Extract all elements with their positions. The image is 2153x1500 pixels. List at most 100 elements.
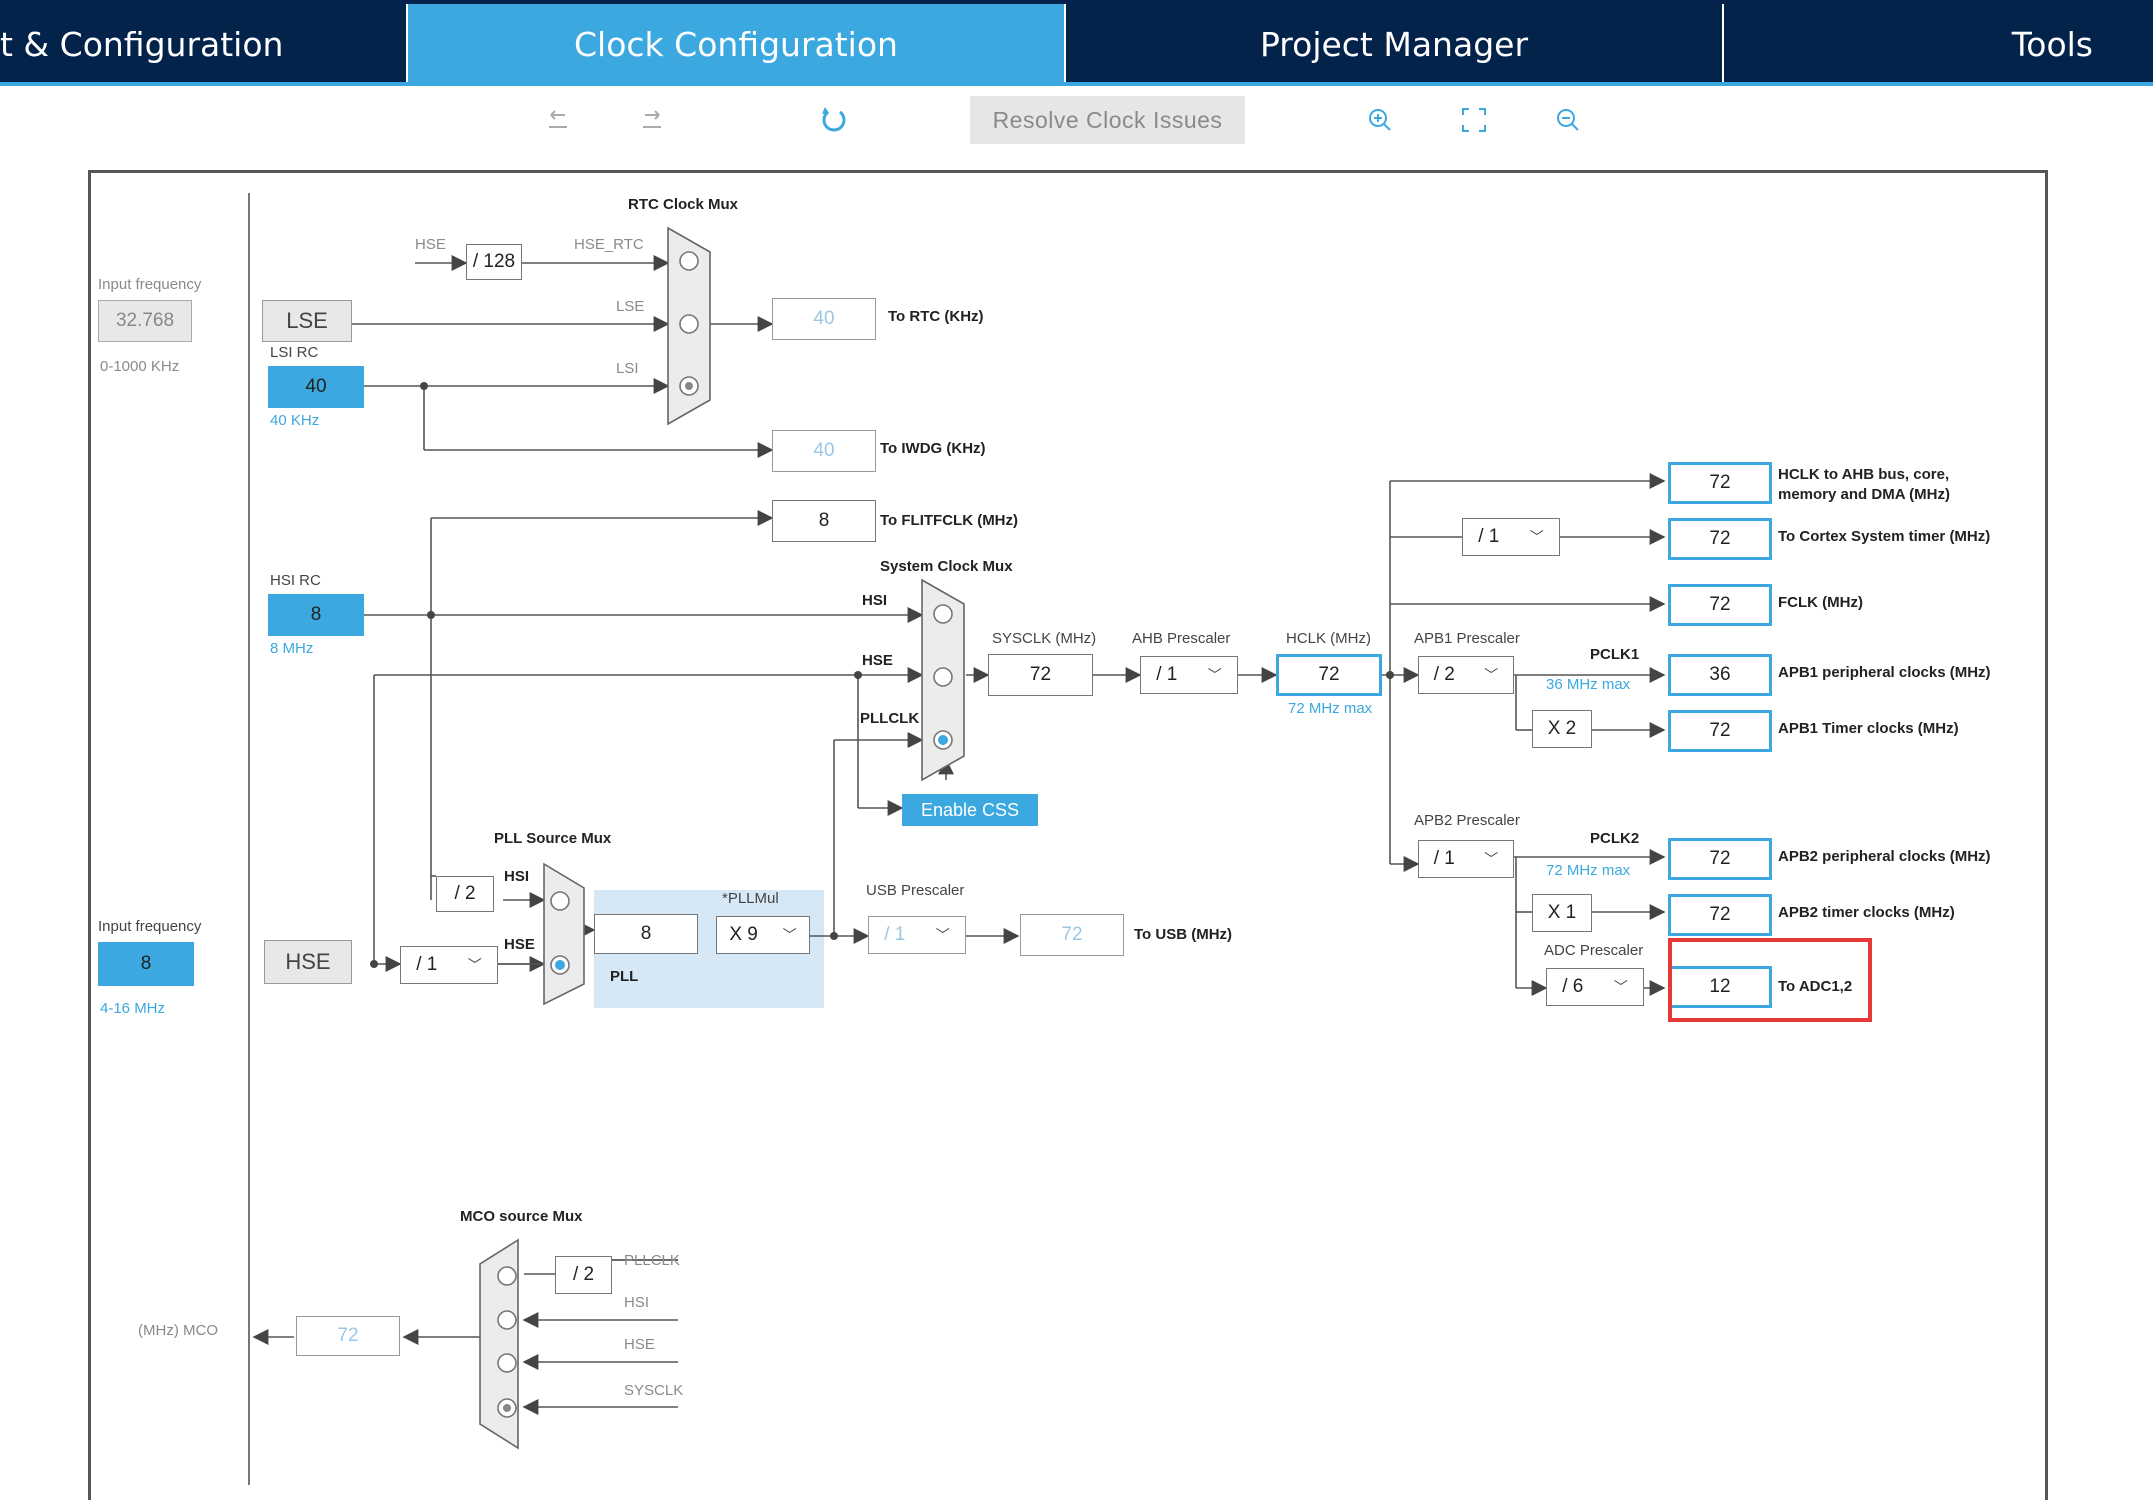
tab-underline <box>0 82 2153 86</box>
chevron-down-icon: ﹀ <box>1484 851 1499 867</box>
select-value: / 1 <box>1478 526 1500 547</box>
undo-icon[interactable] <box>536 98 580 142</box>
tab-label: Project Manager <box>1259 24 1529 64</box>
zoom-out-icon[interactable] <box>1546 98 1590 142</box>
redo-icon[interactable] <box>630 98 674 142</box>
adc-highlight-box <box>1668 938 1872 1022</box>
cortex-timer-output-label: To Cortex System timer (MHz) <box>1778 528 1991 545</box>
resolve-clock-issues-button[interactable]: Resolve Clock Issues <box>970 96 1245 144</box>
mco-hsi-label: HSI <box>624 1294 650 1311</box>
chevron-down-icon: ﹀ <box>467 957 482 973</box>
hse-divider-select[interactable]: / 1 ﹀ <box>400 946 498 984</box>
apb1-peripheral-output-label: APB1 peripheral clocks (MHz) <box>1778 664 1991 681</box>
hclk-max: 72 MHz max <box>1288 700 1373 717</box>
usb-output-label: To USB (MHz) <box>1134 926 1233 943</box>
adc-output-label: To ADC1,2 <box>1778 978 1853 995</box>
ahb-prescaler-select[interactable]: / 1﹀ <box>1140 656 1238 694</box>
pclk1-max: 36 MHz max <box>1546 676 1631 693</box>
hse-input-frequency-field[interactable]: 8 <box>98 942 194 986</box>
pll-input-value: 8 <box>594 914 698 954</box>
tab-pinout-configuration[interactable]: t & Configuration <box>0 4 408 84</box>
tab-project-manager[interactable]: Project Manager <box>1066 4 1724 84</box>
rtc-lsi-label: LSI <box>616 360 639 377</box>
chevron-down-icon: ﹀ <box>1613 979 1628 995</box>
tab-bar <box>0 4 2153 84</box>
hclk-value[interactable]: 72 <box>1276 654 1382 696</box>
hse-input-frequency-label: Input frequency <box>98 918 202 935</box>
flitfclk-output-label: To FLITFCLK (MHz) <box>880 512 1019 529</box>
pll-hsi-div2: / 2 <box>436 876 494 912</box>
hse-range-label: 4-16 MHz <box>100 1000 166 1017</box>
rtc-output-label: To RTC (KHz) <box>888 308 984 325</box>
mco-sysclk-label: SYSCLK <box>624 1382 684 1399</box>
pll-source-hse-label: HSE <box>504 936 535 953</box>
apb1-peripheral-output[interactable]: 36 <box>1668 654 1772 696</box>
sysmux-hse-label: HSE <box>862 652 893 669</box>
zoom-in-icon[interactable] <box>1358 98 1402 142</box>
adc-prescaler-label: ADC Prescaler <box>1544 942 1644 959</box>
tab-tools[interactable]: Tools <box>1724 4 2153 84</box>
rtc-hse-label: HSE <box>415 236 446 253</box>
sysclk-value[interactable]: 72 <box>988 654 1093 696</box>
hclk-ahb-output[interactable]: 72 <box>1668 462 1772 504</box>
tab-label: t & Configuration <box>0 24 284 64</box>
select-value: / 1 <box>884 924 906 945</box>
fclk-output-label: FCLK (MHz) <box>1778 594 1863 611</box>
iwdg-output-box: 40 <box>772 430 876 472</box>
lse-input-frequency-field[interactable]: 32.768 <box>98 300 192 342</box>
mco-pllclk-div2: / 2 <box>555 1256 612 1294</box>
pclk2-max: 72 MHz max <box>1546 862 1631 879</box>
select-value: / 1 <box>416 954 438 975</box>
mco-output-box: 72 <box>296 1316 400 1356</box>
select-value: / 1 <box>1433 848 1455 869</box>
pll-source-mux-title: PLL Source Mux <box>494 830 612 847</box>
sysmux-pllclk-label: PLLCLK <box>860 710 920 727</box>
hsi-rc-value: 8 <box>268 594 364 636</box>
pll-mul-label: *PLLMul <box>722 890 779 907</box>
rtc-div128-box: / 128 <box>466 244 522 280</box>
refresh-icon[interactable] <box>812 98 856 142</box>
top-strip <box>0 0 2153 4</box>
system-clock-mux-title: System Clock Mux <box>880 558 1013 575</box>
hclk-ahb-output-label: HCLK to AHB bus, core, <box>1778 466 1950 483</box>
flitfclk-output-box: 8 <box>772 500 876 542</box>
select-value: / 6 <box>1562 976 1584 997</box>
apb1-timer-output-label: APB1 Timer clocks (MHz) <box>1778 720 1959 737</box>
enable-css-button[interactable]: Enable CSS <box>902 794 1038 826</box>
chevron-down-icon: ﹀ <box>935 927 950 943</box>
apb1-prescaler-select[interactable]: / 2﹀ <box>1418 656 1514 694</box>
select-value: / 2 <box>1433 664 1455 685</box>
apb1-timer-output[interactable]: 72 <box>1668 710 1772 752</box>
apb2-prescaler-select[interactable]: / 1 ﹀ <box>1418 840 1514 878</box>
pll-mul-select[interactable]: X 9﹀ <box>716 916 810 954</box>
pclk2-label: PCLK2 <box>1590 830 1640 847</box>
mco-pllclk-label: PLLCLK <box>624 1252 680 1269</box>
apb2-timer-output-label: APB2 timer clocks (MHz) <box>1778 904 1955 921</box>
mco-source-mux-title: MCO source Mux <box>460 1208 583 1225</box>
apb2-peripheral-output[interactable]: 72 <box>1668 838 1772 880</box>
mco-mux-shape <box>479 1238 519 1450</box>
pll-source-hsi-label: HSI <box>504 868 530 885</box>
fclk-output[interactable]: 72 <box>1668 584 1772 626</box>
apb2-peripheral-output-label: APB2 peripheral clocks (MHz) <box>1778 848 1991 865</box>
lse-block[interactable]: LSE <box>262 300 352 342</box>
apb2-timer-output[interactable]: 72 <box>1668 894 1772 936</box>
tab-clock-configuration[interactable]: Clock Configuration <box>408 4 1066 84</box>
apb1-prescaler-label: APB1 Prescaler <box>1414 630 1520 647</box>
usb-prescaler-select[interactable]: / 1 ﹀ <box>868 916 966 954</box>
lsi-rc-value: 40 <box>268 366 364 408</box>
tab-label: Tools <box>2011 24 2093 64</box>
tab-label: Clock Configuration <box>574 24 898 64</box>
fit-screen-icon[interactable] <box>1452 98 1496 142</box>
cortex-timer-output[interactable]: 72 <box>1668 518 1772 560</box>
cortex-timer-divider-select[interactable]: / 1﹀ <box>1462 518 1560 556</box>
usb-output-box: 72 <box>1020 914 1124 956</box>
sysmux-hsi-label: HSI <box>862 592 888 609</box>
hse-block[interactable]: HSE <box>264 940 352 984</box>
adc-prescaler-select[interactable]: / 6 ﹀ <box>1546 968 1644 1006</box>
hsi-rc-title: HSI RC <box>270 572 321 589</box>
hclk-label: HCLK (MHz) <box>1286 630 1371 647</box>
select-value: / 1 <box>1156 664 1178 685</box>
lse-input-frequency-label: Input frequency <box>98 276 202 293</box>
